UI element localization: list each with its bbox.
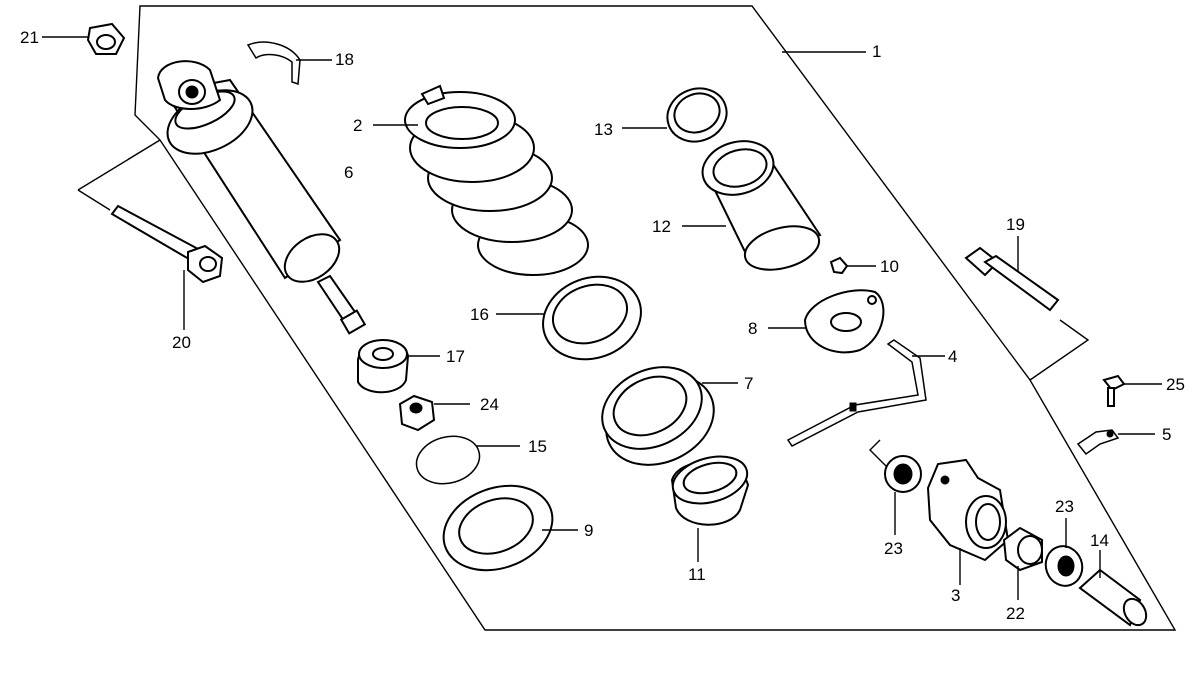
callout-11: 11 xyxy=(688,565,706,584)
part-23-seal-right xyxy=(1044,518,1084,587)
callout-24: 24 xyxy=(480,395,499,414)
clip-5-hole xyxy=(1106,430,1114,438)
part-17-bushing xyxy=(357,339,440,394)
boundary-left-notch-bottom xyxy=(77,189,111,211)
callout-17: 17 xyxy=(446,347,465,366)
part-7-adjuster xyxy=(601,366,738,466)
part-8-plate xyxy=(768,289,885,354)
seat-16-inner xyxy=(552,283,628,345)
tube-4-body xyxy=(786,339,927,447)
part-5-clip xyxy=(1076,429,1155,456)
nut-24-hole xyxy=(409,402,423,414)
collar-14-end xyxy=(1122,597,1148,627)
part-10-small-nut xyxy=(829,256,876,275)
callout-12: 12 xyxy=(652,217,671,236)
callout-1: 1 xyxy=(872,42,881,61)
tube-4-band xyxy=(849,402,857,412)
nut-21-hole xyxy=(96,34,116,50)
callout-13: 13 xyxy=(594,120,613,139)
boundary-outline xyxy=(134,5,1177,631)
callout-19: 19 xyxy=(1006,215,1025,234)
callout-16: 16 xyxy=(470,305,489,324)
bolt-25-shank xyxy=(1107,387,1115,407)
part-11-collar xyxy=(670,455,750,562)
callout-7: 7 xyxy=(744,374,753,393)
part-16-seat xyxy=(496,275,642,361)
snap-ring-15 xyxy=(415,435,481,485)
callout-2: 2 xyxy=(353,116,362,135)
callout-8: 8 xyxy=(748,319,757,338)
part-21-nut xyxy=(42,22,126,55)
mount-3-bore-inner xyxy=(975,503,1001,541)
part-3-lower-mount xyxy=(926,458,1010,585)
ring-13-inner xyxy=(673,92,721,134)
callout-15: 15 xyxy=(528,437,547,456)
seal-23b-inner xyxy=(1057,555,1075,577)
callout-18: 18 xyxy=(335,50,354,69)
part-4-tube xyxy=(786,339,945,447)
callout-20: 20 xyxy=(172,333,191,352)
part-18-clip xyxy=(246,41,332,86)
part-15-snap-ring xyxy=(415,435,520,485)
callout-3: 3 xyxy=(951,586,960,605)
pin-19-shank xyxy=(983,254,1060,312)
part-6-shock-absorber xyxy=(156,60,367,335)
plate-8-hole xyxy=(830,312,862,332)
bushing-17-hole xyxy=(372,347,394,361)
callout-4: 4 xyxy=(948,347,957,366)
callout-21: 21 xyxy=(20,28,39,47)
part-25-bolt xyxy=(1102,374,1162,407)
part-20-bolt xyxy=(110,204,224,330)
shock-eye-bore-inner xyxy=(185,85,199,99)
bushing-22-face xyxy=(1017,535,1043,565)
adjuster-7-inner xyxy=(612,375,688,437)
spring-inner xyxy=(425,106,499,140)
callout-6: 6 xyxy=(344,163,353,182)
plate-8-small-hole xyxy=(867,295,877,305)
callout-10: 10 xyxy=(880,257,899,276)
part-12-sleeve xyxy=(682,140,822,271)
part-19-pin xyxy=(964,236,1060,312)
sleeve-12-bottom xyxy=(743,225,821,271)
shock-body-bottom xyxy=(283,233,341,283)
callout-25: 25 xyxy=(1166,375,1185,394)
assembly-boundary xyxy=(77,5,1177,631)
callout-5: 5 xyxy=(1162,425,1171,444)
nut-10-body xyxy=(829,256,849,275)
callout-23-right: 23 xyxy=(1055,497,1074,516)
bearing-23a-inner xyxy=(893,463,913,485)
callout-labels: 21 18 1 2 13 6 12 19 10 16 8 20 17 4 7 2… xyxy=(20,28,1185,623)
washer-9-inner xyxy=(458,497,534,555)
boundary-lower-notch xyxy=(869,439,891,471)
bolt-20-shank xyxy=(110,204,202,264)
mount-3-hole xyxy=(940,475,950,485)
sleeve-12-top-inner xyxy=(712,148,768,188)
callout-9: 9 xyxy=(584,521,593,540)
part-23-bearing-left xyxy=(884,455,922,535)
part-9-washer xyxy=(442,484,578,572)
part-22-bushing xyxy=(1002,526,1043,600)
collar-11-inner xyxy=(682,461,738,495)
callout-22: 22 xyxy=(1006,604,1025,623)
boundary-left-notch-top xyxy=(77,139,161,191)
part-24-nut xyxy=(398,394,470,432)
spring-end-tab xyxy=(420,84,446,106)
part-14-collar-sleeve xyxy=(1078,550,1148,627)
shock-rod-thread xyxy=(339,309,367,335)
boundary-right-notch xyxy=(1029,319,1090,381)
callout-14: 14 xyxy=(1090,531,1109,550)
part-13-ring xyxy=(622,87,728,143)
clip-18-shape xyxy=(246,41,301,86)
part-2-spring xyxy=(373,84,589,276)
bolt-20-head-face xyxy=(199,256,217,272)
callout-23-left: 23 xyxy=(884,539,903,558)
